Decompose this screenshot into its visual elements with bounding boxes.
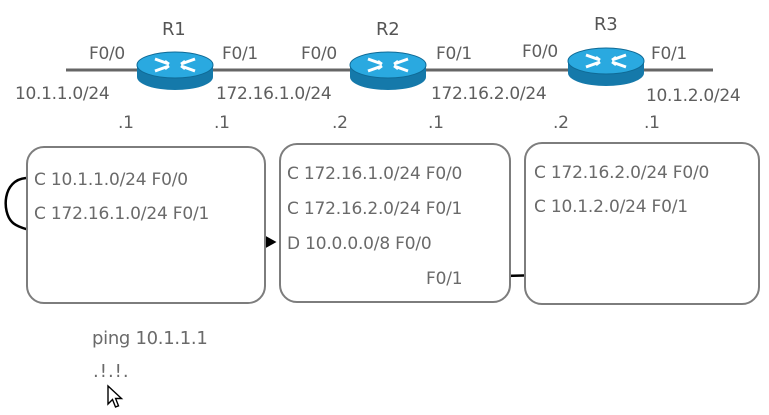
r3-left-interface: F0/0 <box>522 42 558 62</box>
r2-route-entry: C 172.16.1.0/24 F0/0 <box>287 164 463 184</box>
r2-route-entry: D 10.0.0.0/8 F0/0 <box>287 234 432 254</box>
r3-route-entry: C 10.1.2.0/24 F0/1 <box>534 197 688 217</box>
r2-route-entry: C 172.16.2.0/24 F0/1 <box>287 199 463 219</box>
routing-table-r3: C 172.16.2.0/24 F0/0 C 10.1.2.0/24 F0/1 <box>524 142 760 305</box>
network-label-2: 172.16.1.0/24 <box>216 84 332 104</box>
r2-right-interface: F0/1 <box>436 44 472 64</box>
r2-route-entry: F0/1 <box>426 269 463 289</box>
host-id-r3-f01: .1 <box>644 113 660 133</box>
r2-left-interface: F0/0 <box>301 44 337 64</box>
mouse-cursor-icon <box>107 384 124 408</box>
r1-right-interface: F0/1 <box>222 44 258 64</box>
r3-right-interface: F0/1 <box>651 44 687 64</box>
router-r1-name: R1 <box>162 19 186 40</box>
r1-left-interface: F0/0 <box>89 44 125 64</box>
network-label-3: 172.16.2.0/24 <box>431 84 547 104</box>
r1-route-entry: C 10.1.1.0/24 F0/0 <box>34 170 188 190</box>
router-r3-name: R3 <box>594 14 618 35</box>
network-label-1: 10.1.1.0/24 <box>15 84 110 104</box>
host-id-r1-f01: .1 <box>214 113 230 133</box>
router-r2-name: R2 <box>376 19 400 40</box>
host-id-r3-f00: .2 <box>553 113 569 133</box>
host-id-r1-f00: .1 <box>118 113 134 133</box>
router-r3-icon <box>566 46 646 88</box>
host-id-r2-f01: .1 <box>428 113 444 133</box>
routing-table-r1: C 10.1.1.0/24 F0/0 C 172.16.1.0/24 F0/1 <box>26 146 266 304</box>
host-id-r2-f00: .2 <box>332 113 348 133</box>
r1-route-entry: C 172.16.1.0/24 F0/1 <box>34 204 210 224</box>
ping-command: ping 10.1.1.1 <box>92 328 208 349</box>
router-r2-icon <box>348 50 428 92</box>
router-r1-icon <box>135 50 215 92</box>
ping-output: .!.!. <box>93 361 130 382</box>
routing-table-r2: C 172.16.1.0/24 F0/0 C 172.16.2.0/24 F0/… <box>279 143 511 303</box>
network-label-4: 10.1.2.0/24 <box>646 86 741 106</box>
r3-route-entry: C 172.16.2.0/24 F0/0 <box>534 163 710 183</box>
